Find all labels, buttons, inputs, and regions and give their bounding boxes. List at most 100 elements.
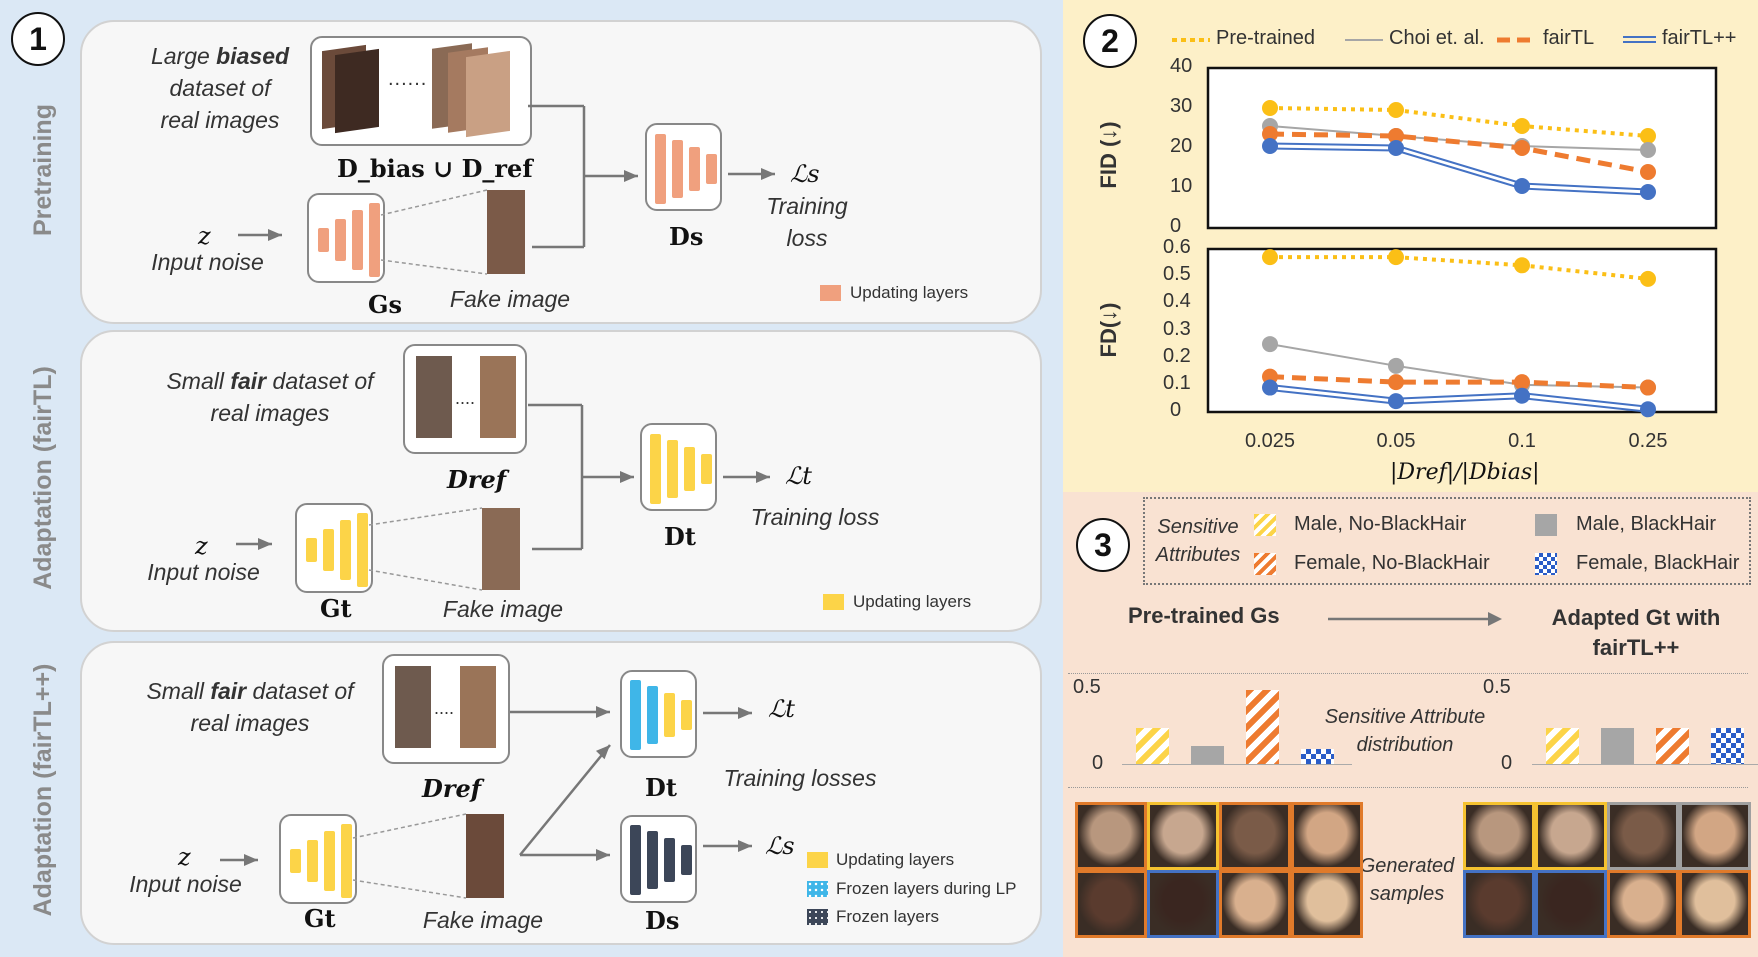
p1-dots: ...... xyxy=(388,68,428,90)
series-fairtl-line xyxy=(1269,131,1649,175)
p3-fake-face xyxy=(466,814,504,898)
fd-ylabel: FD(↓) xyxy=(1096,302,1121,358)
bar-left-ytick-top: 0.5 xyxy=(1073,676,1101,698)
p1-fake-face xyxy=(487,190,525,274)
dt-pp-layer xyxy=(664,693,675,737)
attr-swatch-male-noblack xyxy=(1254,514,1276,536)
arrow-head xyxy=(620,471,634,483)
series-point xyxy=(1388,393,1404,410)
ds-layer xyxy=(706,154,717,184)
gt-layer xyxy=(340,520,351,580)
ytick-label: 20 xyxy=(1170,135,1193,157)
generated-sample-face xyxy=(1535,870,1607,938)
attr-swatch-female-black xyxy=(1535,553,1557,575)
gs-layer xyxy=(335,219,346,261)
p3-disc-s-label: Ds xyxy=(645,906,680,935)
ytick-label: 0.6 xyxy=(1163,236,1191,258)
attr-bar xyxy=(1711,728,1744,764)
dt-layer xyxy=(701,454,712,484)
section-number-1: 1 xyxy=(11,12,65,66)
series-point xyxy=(1262,126,1278,142)
p3-disc-t-label: Dt xyxy=(645,773,677,802)
ytick-label: 10 xyxy=(1170,175,1193,197)
legend-choi: Choi et. al. xyxy=(1389,27,1485,49)
p1-dataset-label: D_bias ∪ D_ref xyxy=(337,154,533,183)
ytick-label: 0.5 xyxy=(1163,263,1191,286)
ytick-label: 0.1 xyxy=(1163,371,1191,394)
p3-dataset-desc: Small fair dataset of real images xyxy=(146,678,354,736)
arrow-head xyxy=(268,229,282,241)
arrow-head xyxy=(596,706,610,718)
attr-bar xyxy=(1601,728,1634,764)
generated-sample-face xyxy=(1463,870,1535,938)
p3-dots: .... xyxy=(434,698,455,718)
p3-face-1 xyxy=(395,666,431,748)
attr-bar xyxy=(1136,728,1169,764)
generated-sample-face xyxy=(1219,802,1291,870)
bar-baseline xyxy=(1122,764,1352,765)
arrow-head xyxy=(624,170,638,182)
p1-fake-label: Fake image xyxy=(449,286,571,312)
gs-layer xyxy=(318,228,329,252)
bar-baseline xyxy=(1532,764,1758,765)
p3-face-2 xyxy=(460,666,496,748)
generated-sample-face xyxy=(1075,802,1147,870)
ytick-label: 0.4 xyxy=(1163,290,1191,313)
series-point xyxy=(1388,140,1404,156)
attr-label-female-black: Female, BlackHair xyxy=(1576,552,1740,574)
ds-layer xyxy=(655,134,666,204)
attr-label-female-noblack: Female, No-BlackHair xyxy=(1294,552,1490,574)
gt-layer xyxy=(323,529,334,571)
attribute-legend-box xyxy=(1143,497,1751,585)
series-fairtl-line xyxy=(1269,374,1649,391)
arrow-head xyxy=(761,168,775,180)
bar-right-ytick-bottom: 0 xyxy=(1501,752,1513,774)
ds-frozen-layer xyxy=(630,825,641,895)
p1-legend-label: Updating layers xyxy=(850,283,969,302)
p2-input-noise: Input noise xyxy=(147,559,260,585)
dotted-separator xyxy=(1068,673,1748,674)
series-point xyxy=(1640,164,1656,180)
p3-legend-swatch-updating xyxy=(807,852,828,868)
gt-layer xyxy=(307,840,318,882)
p3-fake-label: Fake image xyxy=(422,907,544,933)
ytick-label: 0 xyxy=(1170,215,1182,237)
gt-layer xyxy=(324,831,335,891)
generated-sample-face xyxy=(1535,802,1607,870)
series-point xyxy=(1514,374,1530,391)
p2-dots: .... xyxy=(455,388,476,408)
series-point xyxy=(1262,138,1278,154)
series-fairtlpp-line xyxy=(1269,384,1649,408)
xtick-label: 0.25 xyxy=(1628,430,1668,452)
p3-z: z xyxy=(178,843,191,871)
arrow-head xyxy=(738,840,752,852)
arrow-head xyxy=(756,471,770,483)
series-fairtlpp-line xyxy=(1269,142,1649,191)
p1-input-noise: Input noise xyxy=(151,249,264,275)
p2-gen-label: Gt xyxy=(320,594,352,623)
p2-face-2 xyxy=(480,356,516,438)
p2-disc-label: Dt xyxy=(664,522,696,551)
generated-sample-face xyxy=(1291,870,1363,938)
p1-disc-label: Ds xyxy=(669,222,704,251)
fairtlpp-panel xyxy=(80,641,1042,945)
dt-pp-layer xyxy=(647,686,658,744)
fid-ylabel: FID (↓) xyxy=(1096,121,1121,189)
xtick-label: 0.05 xyxy=(1376,430,1416,452)
dashed-projection xyxy=(380,189,488,216)
p3-legend-swatch-frozen xyxy=(807,909,828,925)
dashed-projection xyxy=(368,507,483,526)
generated-sample-face xyxy=(1679,802,1751,870)
fairtl-panel xyxy=(80,330,1042,632)
p3-loss-t: ℒt xyxy=(768,695,795,723)
generated-sample-face xyxy=(1679,870,1751,938)
ytick-label: 0 xyxy=(1170,399,1182,421)
legend-fairtlpp: fairTL++ xyxy=(1662,27,1737,49)
p2-loss-text: Training loss xyxy=(750,504,880,530)
dotted-separator xyxy=(1068,787,1748,788)
p3-legend-swatch-frozen-lp xyxy=(807,881,828,897)
pretraining-panel xyxy=(80,20,1042,324)
bar-left-ytick-bottom: 0 xyxy=(1092,752,1104,774)
